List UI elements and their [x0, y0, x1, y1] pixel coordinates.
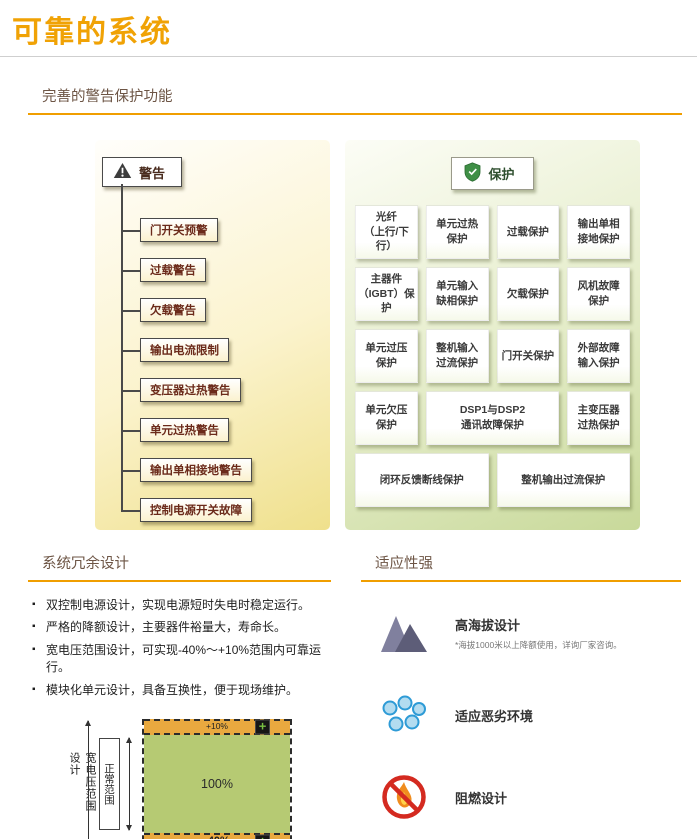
adapt-item-high-altitude: 高海拔设计 *海拔1000米以上降额使用，详询厂家咨询。 — [379, 606, 681, 660]
protection-item: 单元欠压 保护 — [355, 391, 418, 445]
warning-item-label: 输出单相接地警告 — [140, 458, 252, 482]
plus-badge-icon: + — [255, 719, 270, 735]
redundancy-section: 系统冗余设计 双控制电源设计，实现电源短时失电时稳定运行。 严格的降额设计，主要… — [28, 552, 331, 839]
warning-header-label: 警告 — [139, 165, 166, 181]
warning-panel: 警告 门开关预警 过载警告 欠载警告 输出电流限制 变压器过热警告 单元过热警告… — [95, 140, 330, 530]
protection-item: 主器件 （IGBT）保护 — [355, 267, 418, 321]
adaptability-list: 高海拔设计 *海拔1000米以上降额使用，详询厂家咨询。 — [379, 606, 681, 824]
protection-item: 门开关保护 — [496, 329, 560, 383]
protection-item: 欠载保护 — [496, 267, 560, 321]
warning-item-label: 门开关预警 — [140, 218, 218, 242]
overvoltage-bar: +10% + — [144, 718, 290, 735]
adapt-item-harsh-environment: 适应恶劣环境 — [379, 688, 681, 742]
mountain-icon — [379, 614, 429, 652]
adapt-item-flame-retardant: 阻燃设计 — [379, 770, 681, 824]
warning-header: 警告 — [102, 157, 183, 187]
adapt-label-harsh-environment: 适应恶劣环境 — [455, 708, 534, 724]
redundancy-bullet: 模块化单元设计，具备互换性，便于现场维护。 — [32, 682, 331, 699]
normal-range-dimension-line — [126, 736, 132, 831]
redundancy-bullet: 严格的降额设计，主要器件裕量大，寿命长。 — [32, 619, 331, 636]
undervoltage-bar: -40% + — [144, 832, 290, 839]
undervoltage-value: -40% — [144, 835, 290, 839]
page-title: 可靠的系统 — [12, 16, 172, 49]
redundancy-bullet-list: 双控制电源设计，实现电源短时失电时稳定运行。 严格的降额设计，主要器件裕量大，寿… — [28, 597, 331, 699]
protection-item: 风机故障 保护 — [567, 267, 630, 321]
redundancy-bullet: 宽电压范围设计，可实现-40%～+10%范围内可靠运行。 — [32, 642, 331, 677]
warning-protection-section: 完善的警告保护功能 — [28, 85, 682, 115]
redundancy-bullet: 双控制电源设计，实现电源短时失电时稳定运行。 — [32, 597, 331, 614]
warning-item: 单元过热警告 — [121, 418, 330, 442]
protection-item: 过载保护 — [496, 205, 560, 259]
voltage-chart: +10% + 100% -40% + — [142, 718, 292, 839]
protection-item: 整机输入 过流保护 — [425, 329, 489, 383]
adaptability-section: 适应性强 高海拔设计 *海拔1000米以上降额使用，详询厂家咨询。 — [361, 552, 681, 839]
adapt-text: 高海拔设计 *海拔1000米以上降额使用，详询厂家咨询。 — [455, 615, 622, 651]
warning-item-label: 欠载警告 — [140, 298, 206, 322]
voltage-diagram-outer-label: 宽电压范围设计 — [68, 751, 96, 812]
title-divider — [0, 56, 697, 57]
warning-item-label: 输出电流限制 — [140, 338, 229, 362]
adapt-text: 适应恶劣环境 — [455, 706, 533, 725]
warning-item: 欠载警告 — [121, 298, 330, 322]
adapt-note-high-altitude: *海拔1000米以上降额使用，详询厂家咨询。 — [455, 640, 622, 650]
nominal-value: 100% — [201, 776, 233, 791]
warning-item: 控制电源开关故障 — [121, 498, 330, 522]
section-title-adaptability: 适应性强 — [361, 552, 681, 582]
warning-item: 门开关预警 — [121, 218, 330, 242]
warning-item: 输出单相接地警告 — [121, 458, 330, 482]
protection-item: 外部故障 输入保护 — [567, 329, 630, 383]
protection-item: 闭环反馈断线保护 — [355, 453, 489, 507]
section-title-warning-protection: 完善的警告保护功能 — [28, 85, 682, 115]
protection-item: 光纤 （上行/下行） — [355, 205, 418, 259]
warning-item: 过载警告 — [121, 258, 330, 282]
bottom-sections: 系统冗余设计 双控制电源设计，实现电源短时失电时稳定运行。 严格的降额设计，主要… — [28, 552, 681, 839]
adapt-text: 阻燃设计 — [455, 788, 507, 807]
protection-item: 整机输出过流保护 — [496, 453, 630, 507]
flame-ban-icon — [379, 774, 429, 820]
protection-item: 主变压器 过热保护 — [567, 391, 630, 445]
protection-item: 单元过压 保护 — [355, 329, 418, 383]
voltage-range-diagram: 宽电压范围设计 正常范围 +10% + 100% -40% + — [66, 718, 336, 839]
adapt-label-flame-retardant: 阻燃设计 — [455, 790, 508, 806]
warning-triangle-icon — [113, 162, 132, 182]
full-range-dimension-line — [85, 719, 91, 839]
adapt-label-high-altitude: 高海拔设计 — [455, 618, 521, 633]
normal-range-label: 正常范围 — [99, 737, 120, 830]
warning-item: 变压器过热警告 — [121, 378, 330, 402]
protection-grid: 光纤 （上行/下行） 单元过热 保护 过载保护 输出单相 接地保护 主器件 （I… — [355, 205, 630, 507]
protection-header-label: 保护 — [488, 167, 515, 182]
panels: 警告 门开关预警 过载警告 欠载警告 输出电流限制 变压器过热警告 单元过热警告… — [95, 140, 640, 530]
overvoltage-value: +10% — [206, 720, 228, 731]
warning-item-label: 单元过热警告 — [140, 418, 229, 442]
normal-range-area: 100% — [144, 734, 290, 833]
plus-badge-icon: + — [255, 834, 270, 839]
warning-item-label: 控制电源开关故障 — [140, 498, 252, 522]
protection-header: 保护 — [451, 157, 534, 190]
section-title-redundancy: 系统冗余设计 — [28, 552, 331, 582]
protection-item: 单元输入 缺相保护 — [425, 267, 489, 321]
protection-panel: 保护 光纤 （上行/下行） 单元过热 保护 过载保护 输出单相 接地保护 主器件… — [345, 140, 640, 530]
bubbles-icon — [379, 695, 429, 735]
warning-tree: 门开关预警 过载警告 欠载警告 输出电流限制 变压器过热警告 单元过热警告 输出… — [121, 184, 330, 522]
protection-item: DSP1与DSP2 通讯故障保护 — [425, 391, 560, 445]
warning-item-label: 过载警告 — [140, 258, 206, 282]
protection-item: 输出单相 接地保护 — [567, 205, 630, 259]
protection-item: 单元过热 保护 — [425, 205, 489, 259]
shield-check-icon — [464, 162, 481, 185]
warning-item-label: 变压器过热警告 — [140, 378, 241, 402]
warning-item: 输出电流限制 — [121, 338, 330, 362]
